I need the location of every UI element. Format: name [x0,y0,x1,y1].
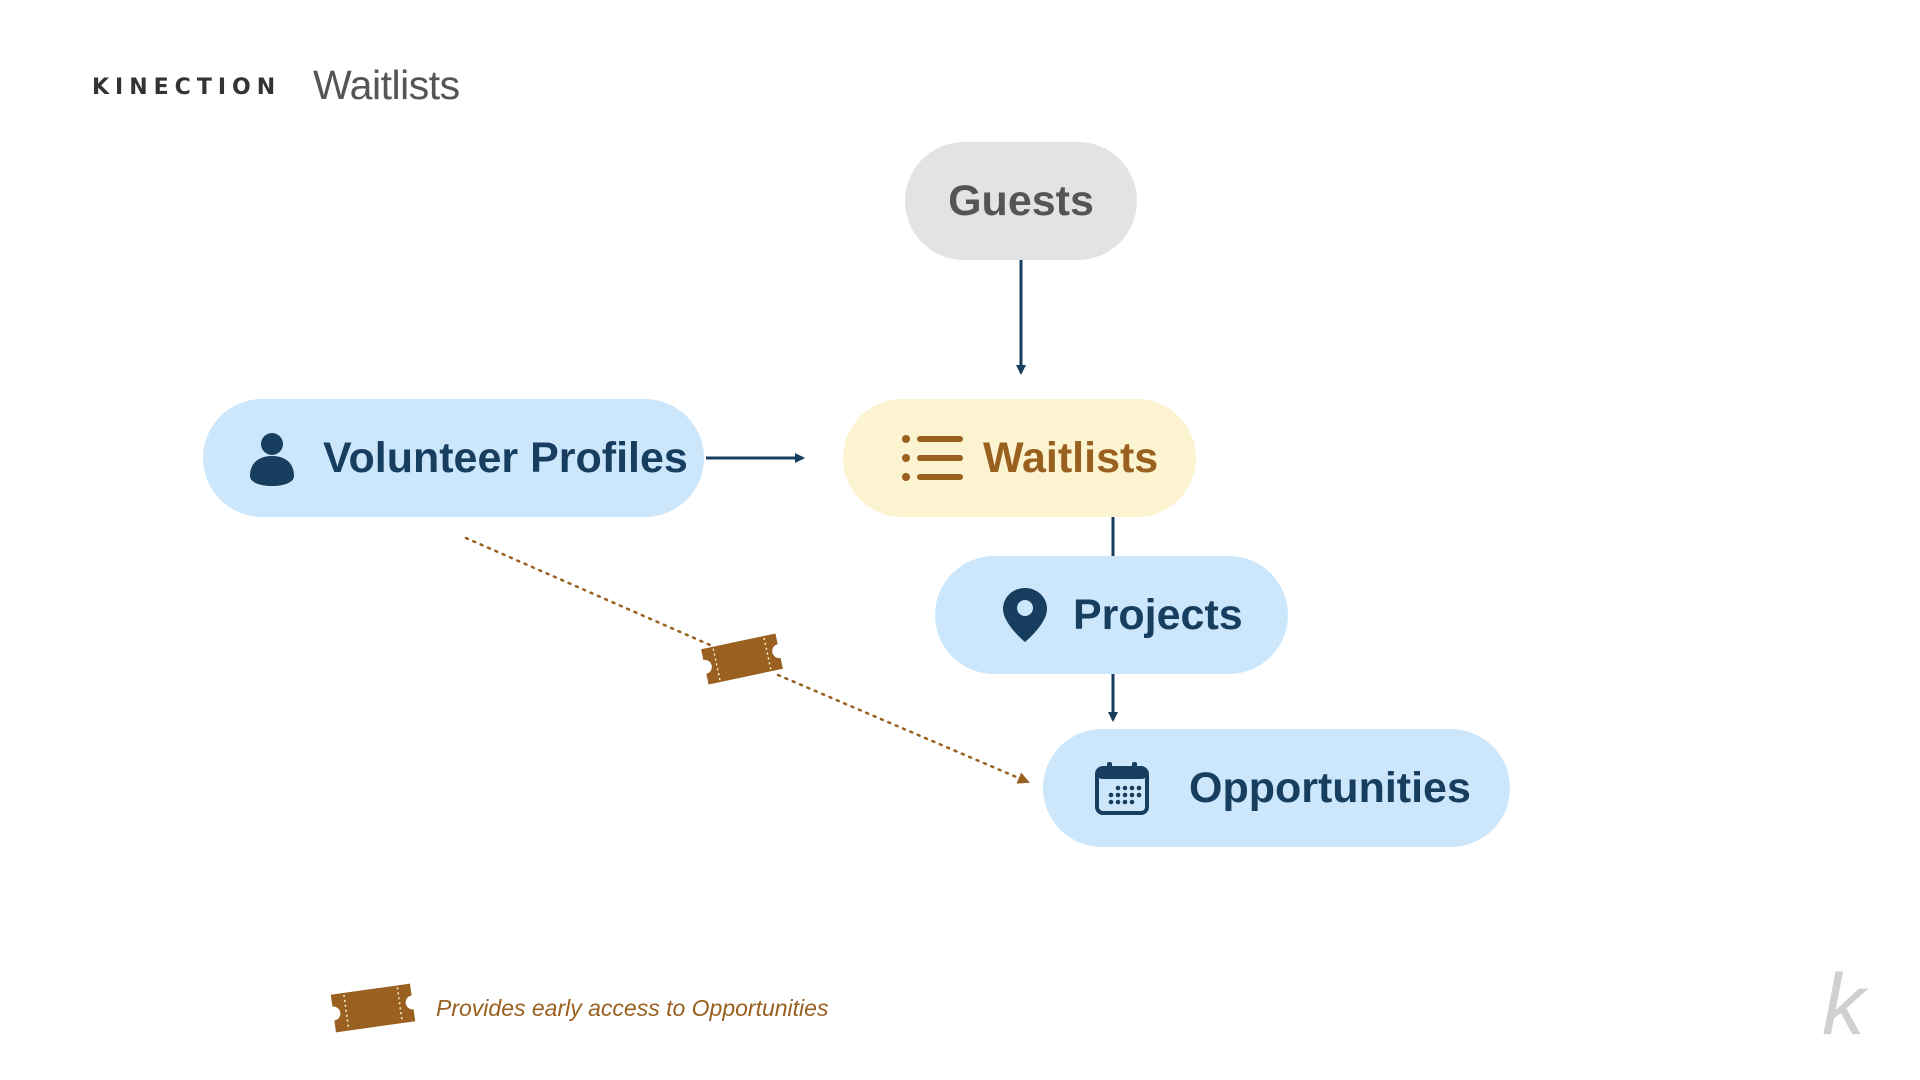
page-title: Waitlists [313,62,460,108]
node-waitlists-label: Waitlists [983,433,1159,482]
node-guests-label: Guests [948,176,1094,225]
node-projects-label: Projects [1073,590,1243,639]
map-pin-icon [1001,586,1049,644]
node-projects: Projects [935,556,1288,674]
node-opportunities: Opportunities [1043,729,1510,847]
node-volunteer-profiles-label: Volunteer Profiles [323,433,688,482]
node-opportunities-label: Opportunities [1189,763,1471,812]
node-volunteer-profiles: Volunteer Profiles [203,399,704,517]
ticket-icon [701,633,783,685]
calendar-icon [1095,761,1149,815]
edge-early-access-dotted-1 [464,536,712,647]
node-guests: Guests [905,142,1137,260]
ticket-icon [330,983,416,1033]
legend-text: Provides early access to Opportunities [436,994,829,1021]
edge-early-access-dotted-2 [776,673,1030,784]
person-icon [249,430,295,486]
list-icon [901,434,965,482]
kinection-logo: k [1822,957,1865,1053]
node-waitlists: Waitlists [843,399,1196,517]
brand-wordmark: KINECTION [92,75,282,100]
legend: Provides early access to Opportunities [330,982,828,1034]
